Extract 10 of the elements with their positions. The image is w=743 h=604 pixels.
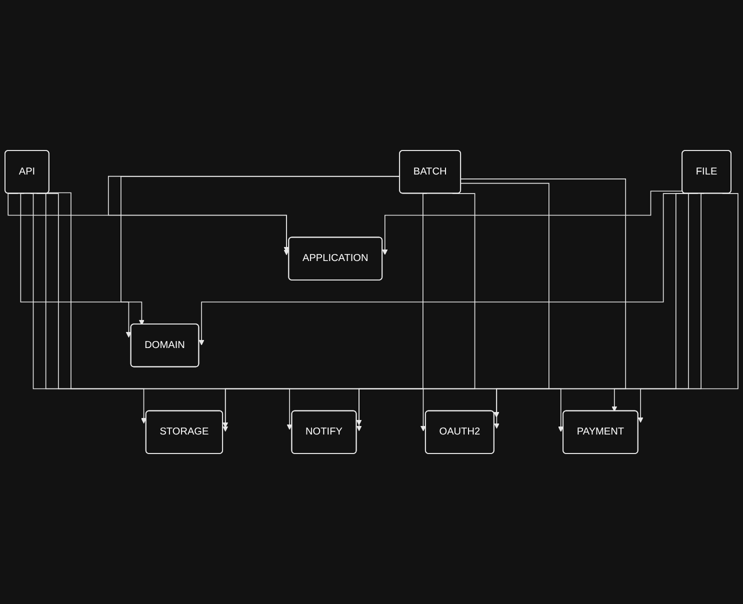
arrow (638, 193, 738, 423)
arrow (356, 193, 476, 426)
arrow (460, 178, 626, 412)
arrow (382, 190, 683, 255)
arrow (120, 176, 400, 326)
arrow (20, 193, 132, 338)
arrow (30, 193, 147, 424)
arrow (8, 193, 290, 256)
arrow (48, 192, 564, 432)
arrow (460, 182, 550, 418)
